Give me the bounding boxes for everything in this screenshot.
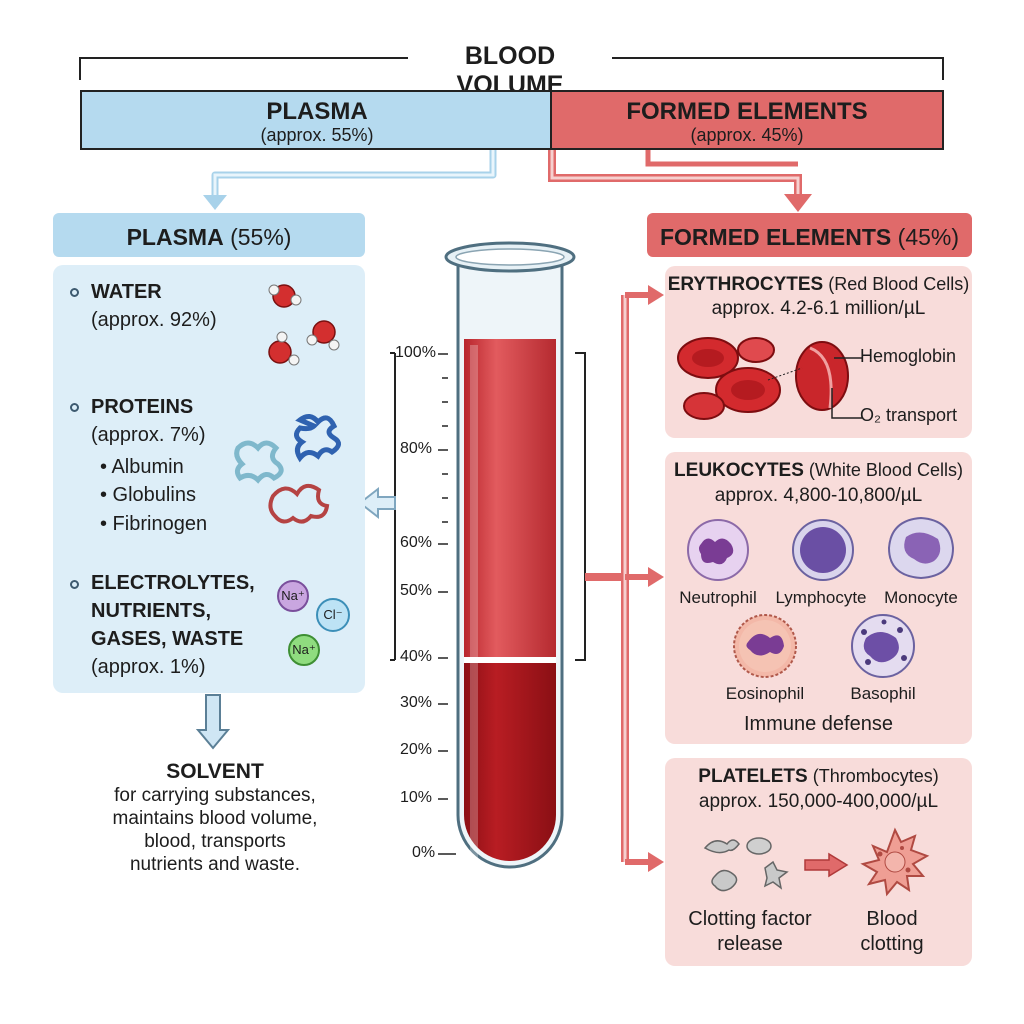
red-blood-cells-icon — [677, 337, 862, 420]
chloride-ion-icon: Cl⁻ — [316, 598, 350, 632]
formed-elements-header: FORMED ELEMENTS (45%) — [647, 213, 972, 257]
plasma-header-percent: (55%) — [223, 224, 292, 250]
scale-label-30: 30% — [400, 694, 433, 711]
protein-structures-icon — [234, 414, 341, 524]
bullet-icon — [70, 288, 79, 297]
blood-clot-icon — [860, 827, 930, 897]
immune-defense-caption: Immune defense — [744, 713, 893, 735]
protein-item-globulins: • Globulins — [100, 484, 196, 506]
neutrophil-icon — [687, 519, 749, 581]
leukocytes-count: approx. 4,800-10,800/µL — [714, 485, 923, 506]
clotting-factor-caption-1: Clotting factor — [688, 908, 812, 930]
electrolytes-line-3: GASES, WASTE — [91, 628, 244, 650]
plasma-bar-sub: (approx. 55%) — [260, 125, 374, 145]
scale-label-10: 10% — [400, 789, 433, 806]
monocyte-label: Monocyte — [884, 588, 958, 607]
blood-clotting-caption-2: clotting — [860, 933, 924, 955]
o2-transport-callout: O₂ transport — [860, 405, 958, 425]
hemoglobin-callout: Hemoglobin — [860, 346, 957, 366]
plasma-bar-label: PLASMA — [266, 98, 368, 125]
solvent-title: SOLVENT — [166, 760, 264, 783]
electrolytes-line-1: ELECTROLYTES, — [91, 572, 255, 594]
water-label: WATER — [91, 281, 162, 303]
plasma-header: PLASMA (55%) — [53, 213, 365, 257]
clotting-factor-caption-2: release — [717, 933, 783, 955]
electrolytes-percent: (approx. 1%) — [91, 656, 206, 678]
formed-header-percent: (45%) — [891, 224, 960, 250]
bullet-icon — [70, 403, 79, 412]
leukocytes-panel — [665, 452, 972, 744]
eosinophil-label: Eosinophil — [725, 684, 805, 703]
scale-label-40: 40% — [400, 648, 433, 665]
scale-label-100: 100% — [395, 344, 436, 361]
erythrocytes-paren: (Red Blood Cells) — [823, 274, 970, 294]
sodium-ion-icon: Na⁺ — [288, 634, 320, 666]
erythrocytes-count: approx. 4.2-6.1 million/µL — [711, 298, 926, 319]
proteins-percent: (approx. 7%) — [91, 424, 206, 446]
platelets-count: approx. 150,000-400,000/µL — [698, 791, 939, 812]
scale-label-20: 20% — [400, 741, 433, 758]
neutrophil-label: Neutrophil — [679, 588, 757, 607]
erythrocytes-label: ERYTHROCYTES — [667, 274, 824, 295]
lymphocyte-label: Lymphocyte — [775, 588, 867, 607]
scale-ticks — [438, 353, 456, 855]
blood-clotting-caption-1: Blood — [866, 908, 918, 930]
basophil-icon — [851, 614, 915, 678]
test-tube — [444, 241, 576, 869]
electrolytes-line-2: NUTRIENTS, — [91, 600, 211, 622]
formed-elements-layer — [464, 661, 556, 861]
monocyte-icon — [887, 516, 955, 580]
scale-label-60: 60% — [400, 534, 433, 551]
solvent-line-2: maintains blood volume, — [112, 808, 318, 829]
leukocytes-label: LEUKOCYTES — [674, 460, 804, 481]
water-molecule-icon — [268, 284, 340, 366]
platelets-paren: (Thrombocytes) — [807, 766, 939, 786]
scale-label-0: 0% — [412, 844, 436, 861]
platelets-icon — [703, 837, 789, 892]
plasma-bar: PLASMA (approx. 55%) — [80, 90, 550, 150]
formed-elements-bar: FORMED ELEMENTS (approx. 45%) — [550, 90, 944, 150]
solvent-line-4: nutrients and waste. — [129, 854, 301, 875]
plasma-layer — [464, 339, 556, 661]
arrow-right-icon — [804, 852, 849, 878]
bullet-icon — [70, 580, 79, 589]
proteins-label: PROTEINS — [91, 396, 194, 418]
protein-item-fibrinogen: • Fibrinogen — [100, 513, 208, 535]
water-percent: (approx. 92%) — [91, 309, 217, 331]
solvent-line-1: for carrying substances, — [114, 785, 316, 806]
plasma-header-label: PLASMA — [126, 224, 224, 250]
scale-label-80: 80% — [400, 440, 433, 457]
formed-bar-sub: (approx. 45%) — [690, 125, 804, 145]
formed-header-label: FORMED ELEMENTS — [659, 224, 892, 250]
protein-item-albumin: • Albumin — [100, 456, 184, 478]
scale-label-50: 50% — [400, 582, 433, 599]
platelets-label: PLATELETS — [698, 766, 808, 787]
eosinophil-icon — [733, 614, 797, 678]
solvent-line-3: blood, transports — [144, 831, 286, 852]
formed-bar-label: FORMED ELEMENTS — [626, 98, 868, 125]
lymphocyte-icon — [792, 519, 854, 581]
leukocytes-paren: (White Blood Cells) — [803, 460, 963, 480]
sodium-ion-icon: Na⁺ — [277, 580, 309, 612]
basophil-label: Basophil — [850, 684, 916, 703]
